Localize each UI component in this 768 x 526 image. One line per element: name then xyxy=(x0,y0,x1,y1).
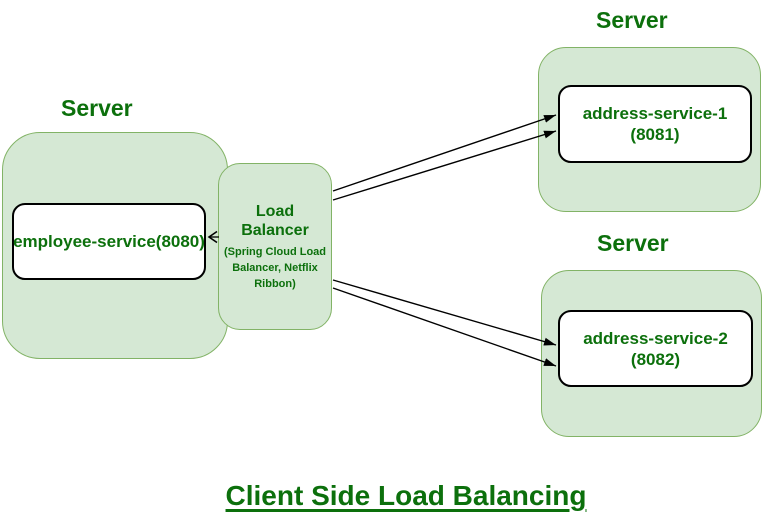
arrow-lb-to-service2-b xyxy=(332,287,557,367)
server-2-label: Server xyxy=(597,230,669,256)
address-service-1-box: address-service-1 (8081) xyxy=(558,85,752,163)
employee-service-label: employee-service(8080) xyxy=(13,231,205,251)
load-balancer-node xyxy=(218,163,332,330)
address-service-2-name: address-service-2 xyxy=(583,328,728,348)
arrow-lb-to-service1-b xyxy=(332,130,557,201)
left-server-label: Server xyxy=(61,95,133,121)
address-service-1-port: (8081) xyxy=(630,125,680,144)
load-balancer-subtitle: (Spring Cloud Load Balancer, Netflix Rib… xyxy=(223,245,327,290)
address-service-2-port: (8082) xyxy=(630,349,681,369)
load-balancer-text: Load Balancer (Spring Cloud Load Balance… xyxy=(218,163,332,330)
address-service-2-box: address-service-2 (8082) xyxy=(558,310,753,387)
arrow-lb-to-service1-a xyxy=(332,114,557,192)
arrow-lb-to-service2-a xyxy=(332,279,557,346)
employee-service-box: employee-service(8080) xyxy=(12,203,206,280)
load-balancer-title: Load Balancer xyxy=(241,202,309,239)
server-1-label: Server xyxy=(596,7,668,33)
diagram-title: Client Side Load Balancing xyxy=(225,480,587,511)
address-service-1-name: address-service-1 xyxy=(582,104,728,123)
